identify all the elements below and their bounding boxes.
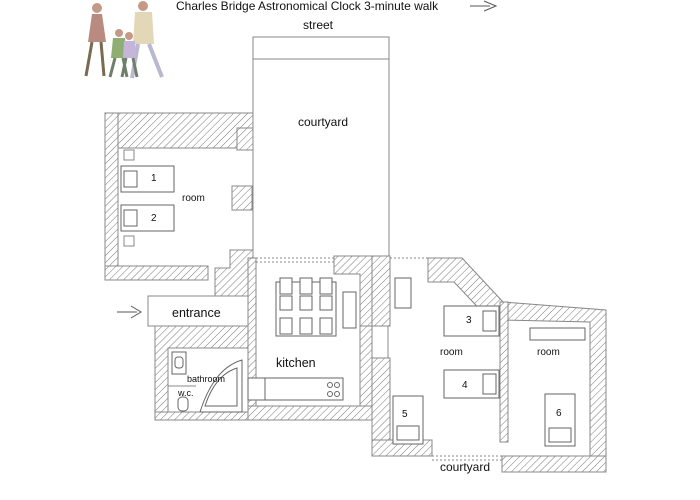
bed-4 — [443, 369, 500, 399]
bed-6-number: 6 — [556, 408, 562, 419]
bed-6 — [544, 393, 576, 447]
street-label: street — [303, 18, 334, 32]
bed-1-number: 1 — [151, 173, 157, 184]
entrance-arrow-icon — [117, 305, 142, 319]
pedestrians-illustration — [84, 1, 164, 79]
courtyard-top-label: courtyard — [298, 115, 349, 129]
bed-1 — [120, 149, 175, 193]
direction-arrow-icon — [470, 0, 498, 12]
bed-2-number: 2 — [151, 213, 157, 224]
bathroom-walls — [154, 325, 249, 421]
landmarks-label: Charles Bridge Astronomical Clock 3-minu… — [176, 0, 439, 13]
room-mid-label: room — [440, 347, 463, 358]
courtyard-bottom-label: courtyard — [440, 460, 491, 474]
kitchen-label: kitchen — [276, 356, 316, 370]
kitchen-walls — [247, 255, 390, 421]
room-right-label: room — [537, 347, 560, 358]
bed-5-number: 5 — [402, 409, 408, 420]
bed-4-number: 4 — [462, 380, 468, 391]
bed-5 — [392, 395, 424, 445]
bathroom-label: bathroom — [187, 374, 226, 384]
right-wing-walls — [371, 255, 607, 473]
wc-label: w.c. — [178, 388, 194, 398]
room-left-walls — [104, 112, 254, 297]
entrance-label: entrance — [172, 306, 221, 320]
courtyard-top — [252, 36, 390, 258]
bed-3 — [443, 305, 500, 337]
bed-2 — [120, 204, 175, 247]
room-left-label: room — [182, 193, 205, 204]
bed-3-number: 3 — [466, 315, 472, 326]
